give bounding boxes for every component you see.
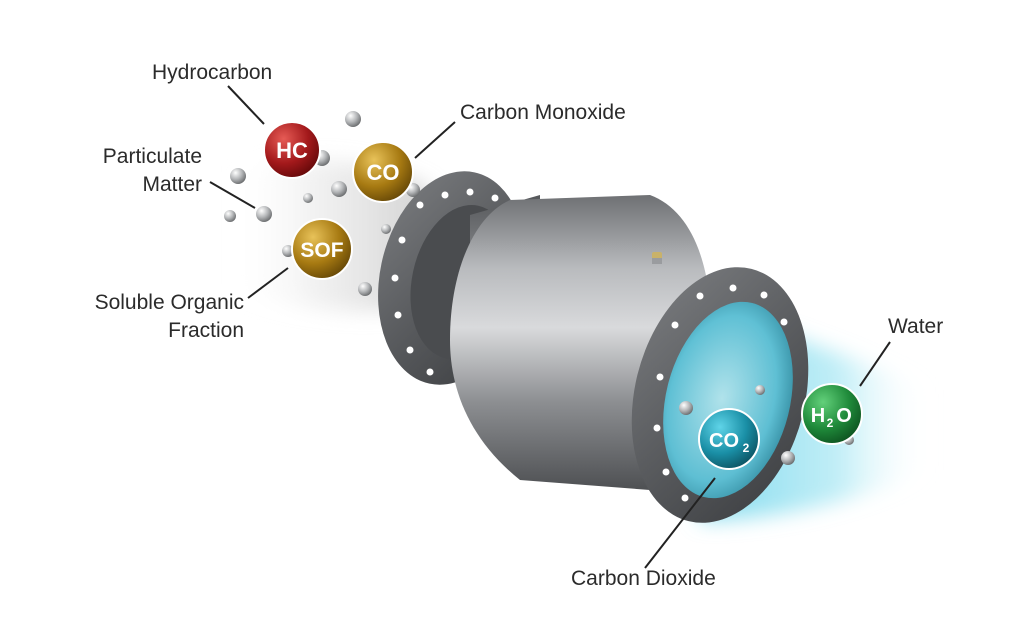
- carbon-monoxide-label: Carbon Monoxide: [460, 101, 626, 124]
- hc-molecule: HC: [263, 121, 321, 179]
- particle: [224, 210, 236, 222]
- particle: [230, 168, 246, 184]
- sof-leader: [247, 267, 289, 299]
- water-leader: [859, 341, 891, 387]
- co-molecule: CO: [352, 141, 414, 203]
- particulate-leader: [209, 181, 256, 209]
- particle: [358, 282, 372, 296]
- hydrocarbon-label: Hydrocarbon: [152, 61, 273, 84]
- sof-label-line1: Soluble Organic: [94, 291, 244, 314]
- particle: [282, 245, 294, 257]
- co-molecule-label: CO: [367, 160, 400, 185]
- particle: [345, 111, 361, 127]
- particle: [755, 385, 765, 395]
- co2-molecule-label: CO: [709, 430, 739, 452]
- hydrocarbon-leader: [227, 85, 265, 125]
- co2-molecule-subscript: 2: [743, 441, 750, 455]
- outlet-flange: [631, 267, 809, 523]
- h2o-molecule-o: O: [836, 405, 852, 427]
- sof-label-line2: Fraction: [168, 319, 244, 342]
- sof-molecule: SOF: [291, 218, 353, 280]
- particle: [256, 206, 272, 222]
- h2o-molecule: H 2 O: [801, 383, 863, 445]
- particle: [331, 181, 347, 197]
- carbon-monoxide-leader: [414, 121, 456, 159]
- co2-molecule: CO 2: [698, 408, 760, 470]
- sof-molecule-label: SOF: [300, 239, 343, 262]
- particulate-label-line2: Matter: [142, 173, 202, 196]
- h2o-molecule-h: H: [811, 405, 825, 427]
- carbon-dioxide-leader: [644, 477, 716, 569]
- particle: [381, 224, 391, 234]
- hc-molecule-label: HC: [276, 138, 308, 163]
- particulate-label-line1: Particulate: [102, 145, 202, 168]
- water-label: Water: [888, 315, 944, 338]
- particle: [303, 193, 313, 203]
- carbon-dioxide-label: Carbon Dioxide: [571, 567, 716, 590]
- particle: [679, 401, 693, 415]
- leader-lines: [209, 85, 891, 569]
- particle: [781, 451, 795, 465]
- h2o-molecule-subscript: 2: [827, 416, 834, 430]
